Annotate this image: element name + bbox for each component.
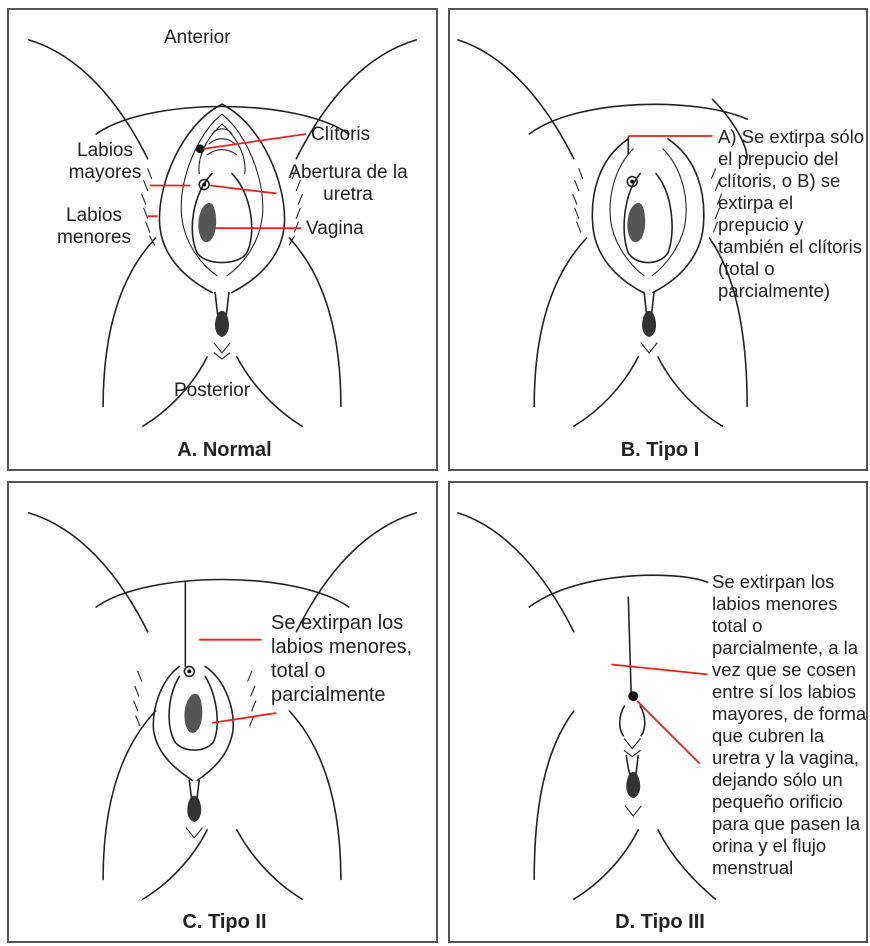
caption-a-normal: A. Normal xyxy=(9,439,440,462)
caption-c-type-2: C. Tipo II xyxy=(9,911,440,934)
label-labia-majora: Labios mayores xyxy=(53,140,157,184)
label-clitoris: Clítoris xyxy=(311,124,370,146)
label-anterior: Anterior xyxy=(164,27,231,49)
annotation-type-3: Se extirpan los labios menores total o p… xyxy=(712,571,870,879)
caption-b-type-1: B. Tipo I xyxy=(450,439,870,462)
annotation-type-2: Se extirpan los labios menores, total o … xyxy=(271,611,431,707)
label-labia-minora: Labios menores xyxy=(42,205,146,249)
label-posterior: Posterior xyxy=(174,380,250,402)
annotation-type-1: A) Se extirpa sólo el prepucio del clíto… xyxy=(718,126,868,302)
caption-d-type-3: D. Tipo III xyxy=(450,911,870,934)
label-urethra-opening: Abertura de la uretra xyxy=(282,162,414,206)
illustration-type-2 xyxy=(9,483,436,941)
panel-type-2: Se extirpan los labios menores, total o … xyxy=(7,481,438,943)
label-vagina: Vagina xyxy=(306,218,364,240)
panel-type-3: Se extirpan los labios menores total o p… xyxy=(448,481,868,943)
panel-normal: Anterior Clítoris Labios mayores Abertur… xyxy=(7,8,438,471)
panel-type-1: A) Se extirpa sólo el prepucio del clíto… xyxy=(448,8,868,471)
